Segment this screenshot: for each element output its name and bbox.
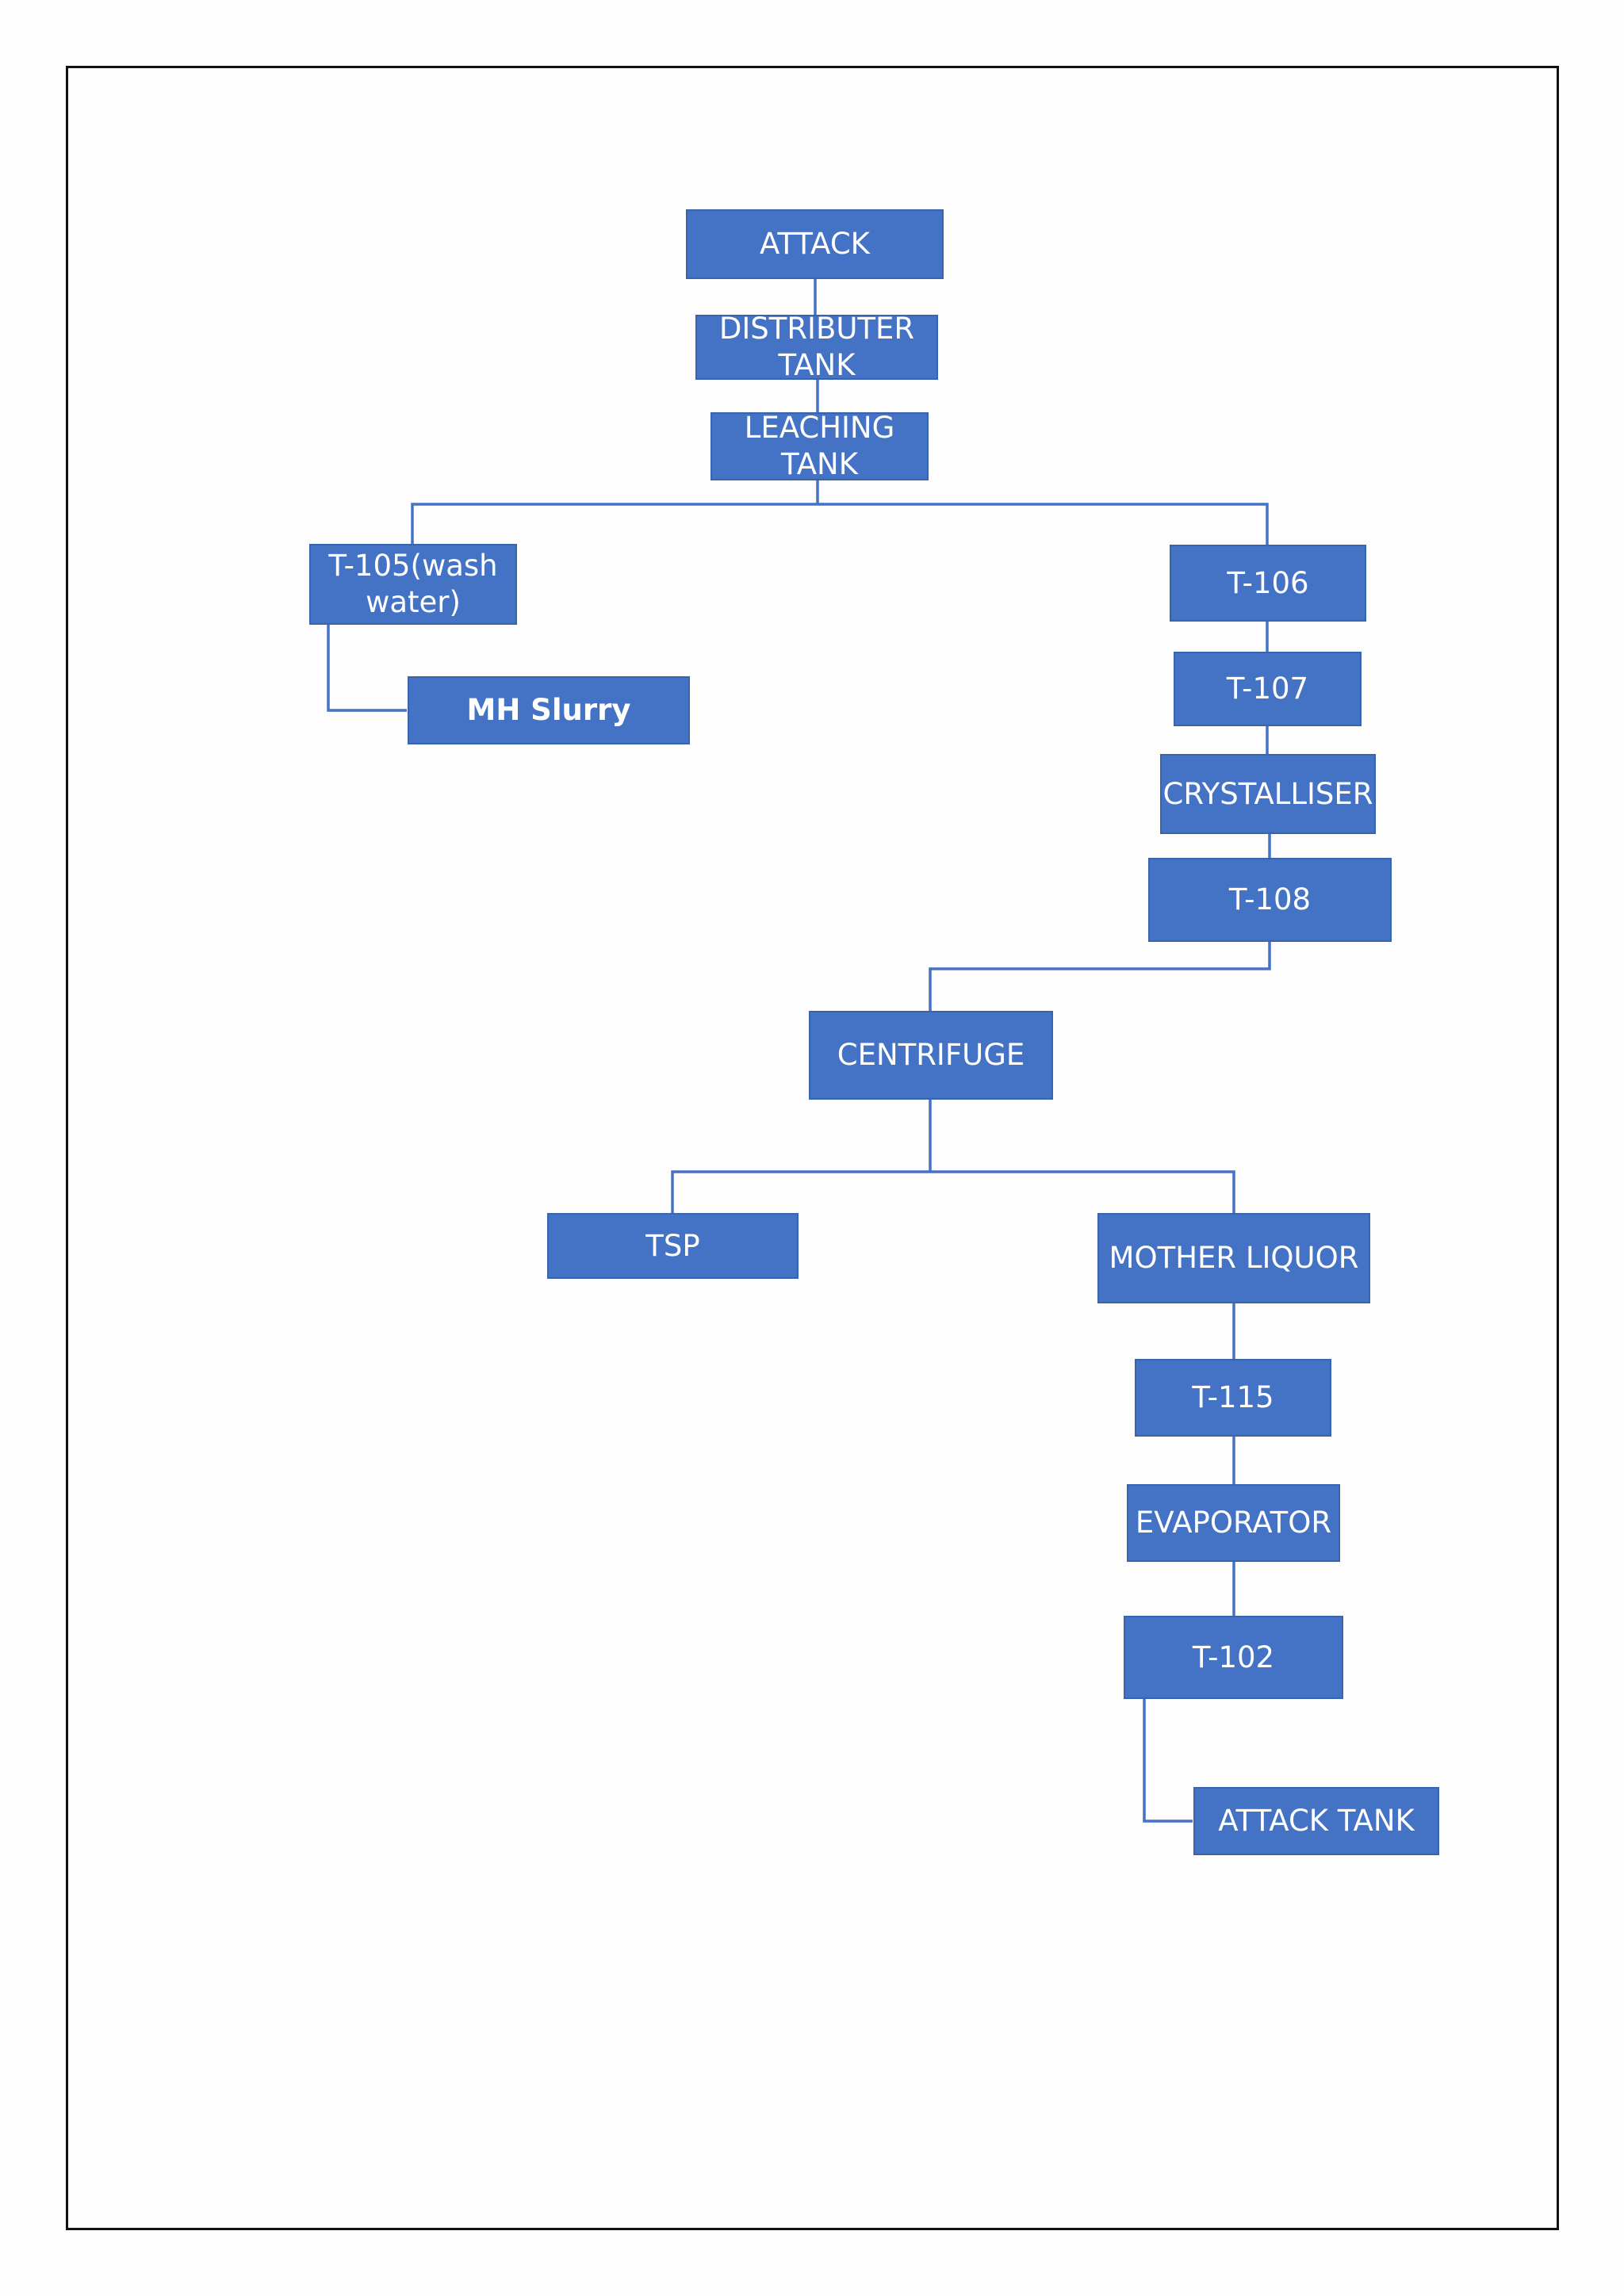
node-mh-slurry: MH Slurry: [408, 676, 690, 744]
edge-leaching-tank-to-t106: [818, 503, 1269, 545]
edge-t108-centrifuge: [929, 941, 1271, 1012]
edge-t105-mh-slurry: [327, 625, 407, 712]
node-t108: T-108: [1148, 858, 1392, 942]
node-leaching-tank: LEACHING TANK: [710, 412, 929, 480]
node-t105-wash-water: T-105(wash water): [309, 544, 517, 625]
edge-centrifuge-to-tsp: [671, 1170, 930, 1213]
node-attack: ATTACK: [686, 209, 944, 279]
node-evaporator: EVAPORATOR: [1127, 1484, 1340, 1562]
edge-leaching-tank-to-t105: [411, 503, 818, 545]
node-tsp: TSP: [547, 1213, 799, 1279]
node-t106: T-106: [1170, 545, 1366, 622]
node-attack-tank: ATTACK TANK: [1193, 1787, 1439, 1855]
node-crystalliser: CRYSTALLISER: [1160, 754, 1376, 834]
node-distributer-tank: DISTRIBUTER TANK: [695, 315, 938, 380]
node-t102: T-102: [1124, 1616, 1343, 1699]
node-centrifuge: CENTRIFUGE: [809, 1011, 1053, 1100]
page-border: [66, 66, 1559, 2230]
node-t107: T-107: [1174, 652, 1362, 726]
node-t115: T-115: [1135, 1359, 1331, 1437]
node-mother-liquor: MOTHER LIQUOR: [1097, 1213, 1370, 1303]
edge-t102-attack-tank: [1143, 1698, 1193, 1823]
edge-centrifuge-to-mother-liquor: [930, 1170, 1235, 1213]
